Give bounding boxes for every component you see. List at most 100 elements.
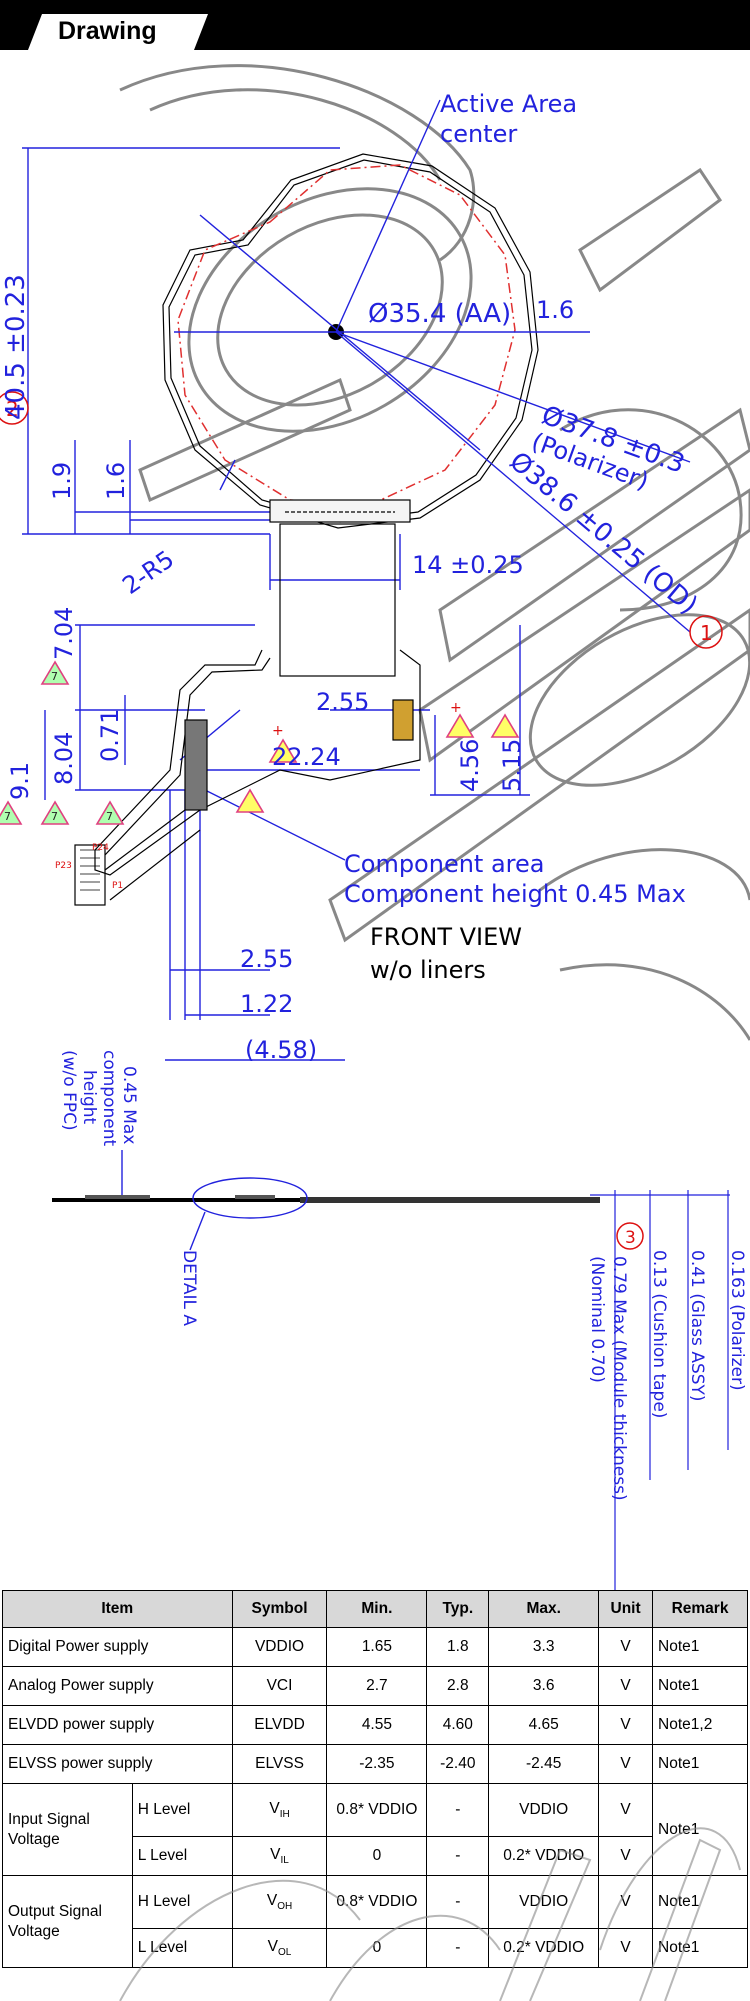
label-2-55-b: 2.55 — [240, 945, 293, 973]
cell-level: H Level — [131, 1875, 233, 1929]
label-component-height: Component height 0.45 Max — [344, 880, 686, 908]
cell-max: 3.6 — [488, 1666, 600, 1706]
cell-unit: V — [598, 1928, 654, 1968]
header-symbol: Symbol — [231, 1590, 328, 1628]
cell-min: -2.35 — [326, 1744, 428, 1784]
cell-unit: V — [598, 1744, 654, 1784]
cell-min: 1.65 — [326, 1627, 428, 1667]
label-nominal: (Nominal 0.70) — [587, 1256, 607, 1383]
dimension-lines — [22, 99, 691, 1061]
label-side-2: component — [99, 1050, 119, 1147]
callout-number: 2 — [6, 397, 19, 421]
triangle-label: 7 — [51, 670, 58, 683]
cell-typ: 4.60 — [426, 1705, 490, 1745]
cell-symbol: ELVSS — [231, 1744, 328, 1784]
cell-unit: V — [598, 1875, 654, 1929]
electrical-spec-table: Item Symbol Min. Typ. Max. Unit Remark D… — [2, 1590, 748, 1968]
label-aa-diameter: Ø35.4 (AA) — [368, 299, 511, 329]
cell-symbol: VIL — [231, 1836, 328, 1876]
cell-remark: Note1 — [652, 1744, 748, 1784]
label-22-24: 22.24 — [272, 743, 341, 771]
cell-min: 4.55 — [326, 1705, 428, 1745]
cell-min: 0 — [326, 1836, 428, 1876]
table-row: Output Signal Voltage H Level VOH 0.8* V… — [2, 1875, 748, 1968]
cell-typ: - — [426, 1836, 490, 1876]
label-cushion-tape: 0.13 (Cushion tape) — [649, 1250, 669, 1418]
cell-item: Input Signal Voltage — [2, 1783, 133, 1876]
label-detail-a: DETAIL A — [179, 1250, 199, 1326]
header-typ: Typ. — [426, 1590, 490, 1628]
cell-min: 0.8* VDDIO — [326, 1783, 428, 1837]
triangle-label: 7 — [51, 810, 58, 823]
cell-typ: - — [426, 1875, 490, 1929]
label-5-15: 5.15 — [498, 739, 526, 792]
label-side-4: (w/o FPC) — [59, 1050, 79, 1131]
cell-remark: Note1 — [652, 1928, 748, 1968]
label-2-55: 2.55 — [316, 688, 369, 716]
label-1-22: 1.22 — [240, 990, 293, 1018]
triangle-label: 7 — [106, 810, 113, 823]
plus-marks: ++ — [272, 700, 462, 739]
label-4-58: (4.58) — [245, 1036, 317, 1064]
cell-unit: V — [598, 1666, 654, 1706]
cell-max: 3.3 — [488, 1627, 600, 1667]
callout-circles — [0, 391, 723, 1250]
label-0-71: 0.71 — [96, 709, 124, 762]
cell-symbol: VOL — [231, 1928, 328, 1968]
cell-max: 0.2* VDDIO — [488, 1836, 600, 1876]
label-radius: 2-R5 — [117, 545, 179, 600]
cell-remark: Note1 — [652, 1875, 748, 1929]
callout-number: 3 — [625, 1228, 636, 1248]
label-side-3: height — [79, 1070, 99, 1125]
table-row: ELVDD power supply ELVDD 4.55 4.60 4.65 … — [2, 1705, 748, 1745]
header-max: Max. — [488, 1590, 600, 1628]
label-9-1: 9.1 — [6, 762, 34, 800]
cell-max: -2.45 — [488, 1744, 600, 1784]
label-dim-1-6: 1.6 — [102, 462, 130, 500]
cell-level: H Level — [131, 1783, 233, 1837]
label-7-04: 7.04 — [50, 607, 78, 660]
cell-min: 0.8* VDDIO — [326, 1875, 428, 1929]
label-polarizer-thk: 0.163 (Polarizer) — [727, 1250, 747, 1391]
cell-symbol: VOH — [231, 1875, 328, 1929]
cell-unit: V — [598, 1627, 654, 1667]
cell-symbol: VIH — [231, 1783, 328, 1837]
fpc-outline — [74, 499, 421, 906]
cell-typ: 2.8 — [426, 1666, 490, 1706]
cell-min: 0 — [326, 1928, 428, 1968]
confidential-watermark — [119, 64, 750, 1041]
table-row: ELVSS power supply ELVSS -2.35 -2.40 -2.… — [2, 1744, 748, 1784]
cell-item: Output Signal Voltage — [2, 1875, 133, 1968]
table-row: Input Signal Voltage H Level VIH 0.8* VD… — [2, 1783, 748, 1876]
label-dim-1-6: 1.6 — [536, 296, 574, 324]
cell-symbol: ELVDD — [231, 1705, 328, 1745]
cell-level: L Level — [131, 1836, 233, 1876]
side-view — [52, 1150, 730, 1590]
label-front-view: FRONT VIEW — [370, 923, 522, 951]
svg-text:+: + — [450, 700, 462, 716]
label-module-thickness: 0.79 Max (Module thickness) — [609, 1256, 629, 1501]
cell-remark: Note1,2 — [652, 1705, 748, 1745]
cell-remark: Note1 — [652, 1783, 748, 1876]
label-side-1: 0.45 Max — [119, 1066, 139, 1144]
active-area-outline — [177, 164, 516, 506]
label-4-56: 4.56 — [456, 739, 484, 792]
label-active-area: Active Area — [440, 90, 577, 118]
label-8-04: 8.04 — [50, 732, 78, 785]
table-row: Digital Power supply VDDIO 1.65 1.8 3.3 … — [2, 1627, 748, 1667]
header-remark: Remark — [652, 1590, 748, 1628]
cell-max: VDDIO — [488, 1783, 600, 1837]
cell-item: Digital Power supply — [2, 1627, 233, 1667]
cell-unit: V — [598, 1783, 654, 1837]
label-dim-1-9: 1.9 — [48, 462, 76, 500]
mechanical-drawing: ++ 7 7 7 7 P24 P23 P1 1 2 3 Active Area … — [0, 64, 750, 1590]
label-glass-assy: 0.41 (Glass ASSY) — [687, 1250, 707, 1402]
cell-symbol: VDDIO — [231, 1627, 328, 1667]
cell-remark: Note1 — [652, 1627, 748, 1667]
label-without-liners: w/o liners — [370, 956, 486, 984]
cell-max: VDDIO — [488, 1875, 600, 1929]
table-row: Analog Power supply VCI 2.7 2.8 3.6 V No… — [2, 1666, 748, 1706]
cell-typ: - — [426, 1928, 490, 1968]
cell-item: Analog Power supply — [2, 1666, 233, 1706]
cell-max: 4.65 — [488, 1705, 600, 1745]
